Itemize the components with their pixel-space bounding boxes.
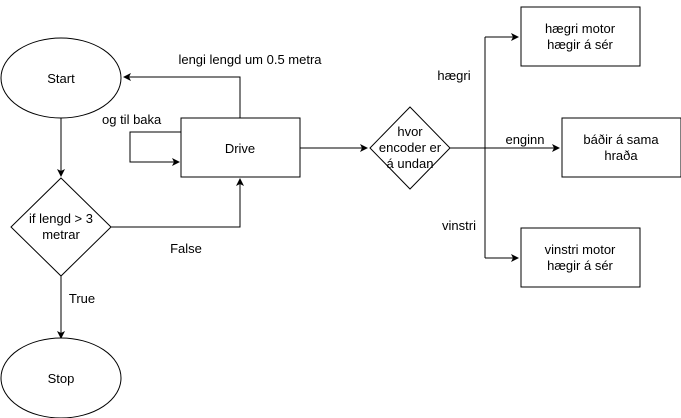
right-motor-label-line1: hægri motor bbox=[545, 21, 616, 36]
edge-drive-self-loop bbox=[129, 131, 181, 166]
if-decision-node bbox=[10, 177, 112, 277]
drive-label: Drive bbox=[225, 141, 255, 156]
edge-label-lengi: lengi lengd um 0.5 metra bbox=[178, 52, 322, 67]
hvor-decision-label-line3: á undan bbox=[387, 156, 434, 171]
both-same-label-line1: báðir á sama bbox=[583, 132, 659, 147]
hvor-decision-node bbox=[369, 106, 451, 190]
edge-label-false: False bbox=[170, 241, 202, 256]
edge-if-false-to-drive bbox=[110, 178, 244, 228]
if-decision-label-line2: metrar bbox=[42, 227, 80, 242]
edge-label-enginn: enginn bbox=[505, 132, 544, 147]
hvor-decision-label-line1: hvor bbox=[397, 124, 423, 139]
left-motor-label-line1: vinstri motor bbox=[545, 242, 616, 257]
left-motor-label-line2: hægir á sér bbox=[547, 258, 613, 273]
stop-label: Stop bbox=[48, 371, 75, 386]
left-motor-node bbox=[520, 227, 641, 288]
hvor-decision-label-line2: encoder er bbox=[379, 140, 442, 155]
both-same-label-line2: hraða bbox=[604, 148, 638, 163]
start-node bbox=[0, 37, 122, 119]
if-decision-label-line1: if lengd > 3 bbox=[29, 211, 93, 226]
edge-label-og-til-baka: og til baka bbox=[102, 112, 162, 127]
both-same-node bbox=[561, 117, 681, 178]
start-label: Start bbox=[47, 71, 75, 86]
right-motor-node bbox=[520, 6, 641, 67]
stop-node bbox=[0, 337, 122, 418]
edge-label-haegri: hægri bbox=[437, 68, 470, 83]
edge-drive-to-start bbox=[123, 73, 241, 118]
edge-label-vinstri: vinstri bbox=[442, 218, 476, 233]
right-motor-label-line2: hægir á sér bbox=[547, 37, 613, 52]
edge-label-true: True bbox=[69, 291, 95, 306]
drive-node bbox=[180, 117, 301, 178]
